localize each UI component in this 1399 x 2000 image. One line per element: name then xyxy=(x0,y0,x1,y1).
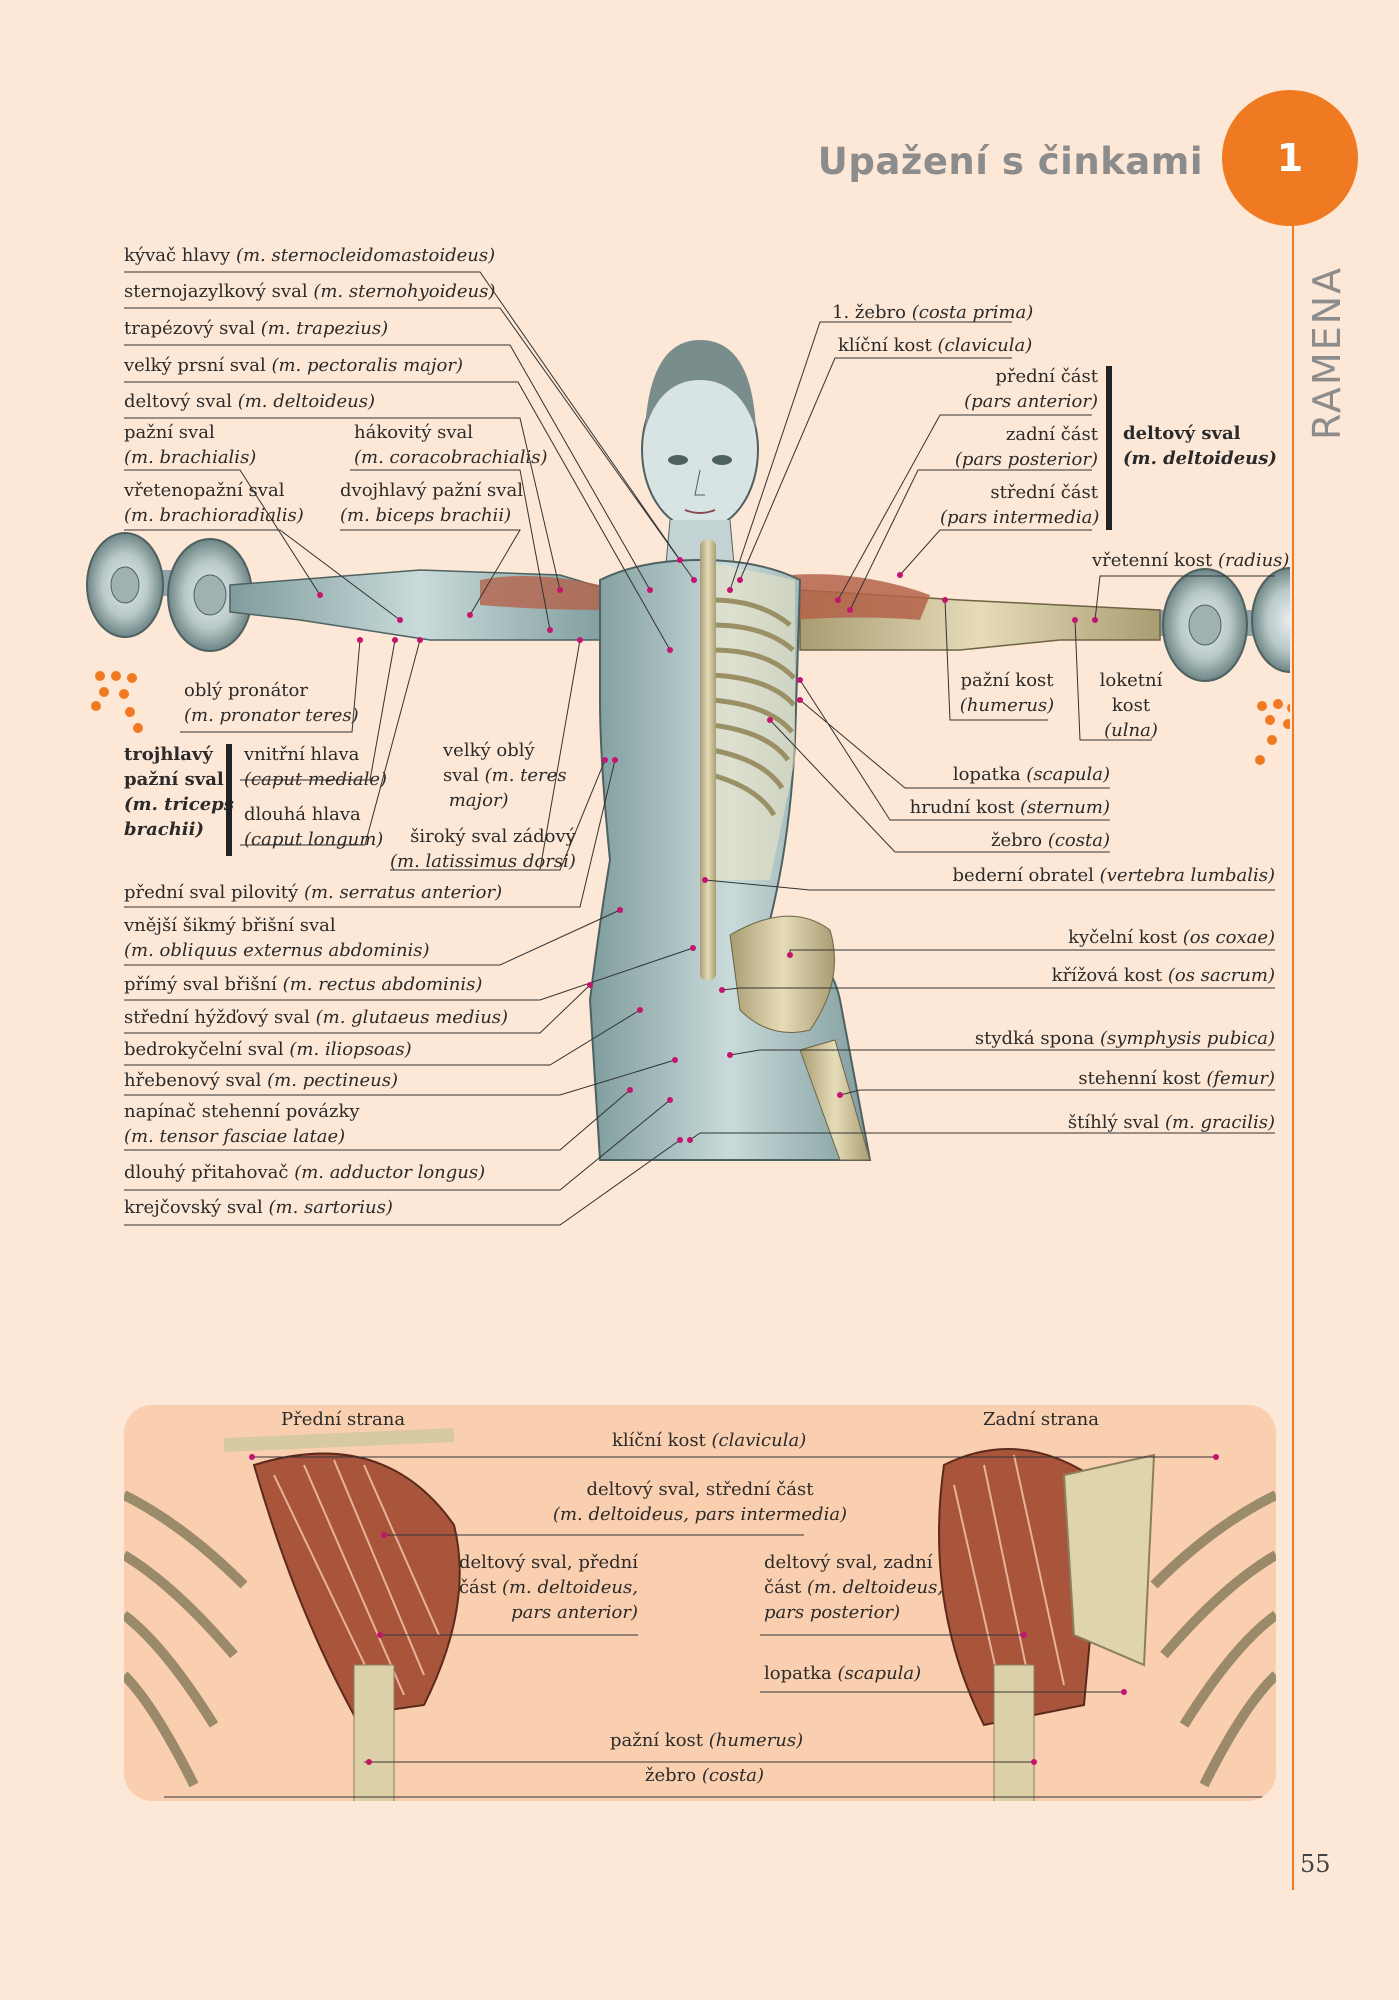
anatomy-illustration xyxy=(86,271,1290,1226)
label-back-side: Zadní strana xyxy=(983,1409,1099,1430)
label-costa-prima: 1. žebro (costa prima) xyxy=(832,302,1034,323)
page-number: 55 xyxy=(1300,1850,1331,1878)
pointer-dots xyxy=(317,557,1098,1143)
label-pars-intermedia: střední část(pars intermedia) xyxy=(940,482,1100,528)
label-bottom-costa: žebro (costa) xyxy=(645,1765,765,1786)
label-front-side: Přední strana xyxy=(281,1409,406,1430)
label-sternohyoideus: sternojazylkový sval (m. sternohyoideus) xyxy=(124,281,496,302)
label-brachialis: pažní sval(m. brachialis) xyxy=(124,422,257,468)
label-iliopsoas: bedrokyčelní sval (m. iliopsoas) xyxy=(124,1039,412,1060)
label-pars-posterior: zadní část(pars posterior) xyxy=(954,424,1098,470)
label-bottom-pars-intermedia: deltový sval, střední část(m. deltoideus… xyxy=(552,1479,848,1525)
label-vertebra-lumbalis: bederní obratel (vertebra lumbalis) xyxy=(952,865,1275,886)
label-pectoralis-major: velký prsní sval (m. pectoralis major) xyxy=(124,355,463,376)
label-sternum: hrudní kost (sternum) xyxy=(909,797,1110,818)
section-label: RAMENA xyxy=(1305,265,1349,440)
head xyxy=(641,340,759,576)
side-divider xyxy=(1292,226,1294,1890)
label-bottom-clavicula: klíční kost (clavicula) xyxy=(612,1430,807,1451)
label-rectus-abdominis: přímý sval břišní (m. rectus abdominis) xyxy=(124,974,483,995)
label-os-coxae: kyčelní kost (os coxae) xyxy=(1068,927,1275,948)
label-sartorius: krejčovský sval (m. sartorius) xyxy=(124,1197,393,1218)
label-pronator-teres: oblý pronátor(m. pronator teres) xyxy=(184,680,359,726)
triceps-bracket xyxy=(226,744,232,856)
label-glutaeus-medius: střední hýžďový sval (m. glutaeus medius… xyxy=(124,1007,509,1028)
left-dumbbell xyxy=(86,532,253,652)
label-clavicula: klíční kost (clavicula) xyxy=(838,335,1033,356)
label-caput-longum: dlouhá hlava(caput longum) xyxy=(244,804,384,850)
label-deltoideus: deltový sval (m. deltoideus) xyxy=(124,391,376,412)
label-serratus-anterior: přední sval pilovitý (m. serratus anteri… xyxy=(124,882,503,903)
skeleton-overlay xyxy=(700,540,871,1161)
label-pectineus: hřebenový sval (m. pectineus) xyxy=(124,1070,399,1091)
label-tensor-fasciae-latae: napínač stehenní povázky(m. tensor fasci… xyxy=(124,1101,360,1147)
label-pars-anterior: přední část(pars anterior) xyxy=(964,366,1098,412)
shoulder-detail-panel xyxy=(124,1405,1276,1801)
label-coracobrachialis: hákovitý sval(m. coracobrachialis) xyxy=(354,422,548,468)
page-title: Upažení s činkami xyxy=(817,140,1203,183)
label-scapula: lopatka (scapula) xyxy=(952,764,1110,785)
label-femur: stehenní kost (femur) xyxy=(1078,1068,1275,1089)
label-sternocleidomastoideus: kývač hlavy (m. sternocleidomastoideus) xyxy=(124,245,496,266)
label-os-sacrum: křížová kost (os sacrum) xyxy=(1051,965,1275,986)
label-caput-mediale: vnitřní hlava(caput mediale) xyxy=(244,744,388,790)
label-adductor-longus: dlouhý přitahovač (m. adductor longus) xyxy=(124,1162,486,1183)
label-radius: vřetenní kost (radius) xyxy=(1092,550,1290,571)
label-humerus: pažní kost(humerus) xyxy=(959,670,1055,716)
label-costa: žebro (costa) xyxy=(990,830,1110,851)
chapter-number-badge: 1 xyxy=(1222,90,1358,226)
decorative-dots xyxy=(91,671,1290,765)
label-bottom-scapula: lopatka (scapula) xyxy=(764,1663,922,1684)
leader-lines xyxy=(124,271,695,1226)
label-deltoideus-group: deltový sval(m. deltoideus) xyxy=(1123,423,1277,469)
label-obliquus-externus: vnější šikmý břišní sval(m. obliquus ext… xyxy=(124,915,430,961)
label-brachioradialis: vřetenopažní sval(m. brachioradialis) xyxy=(124,480,304,526)
label-gracilis: štíhlý sval (m. gracilis) xyxy=(1067,1112,1275,1133)
label-trapezius: trapézový sval (m. trapezius) xyxy=(124,318,389,339)
label-latissimus-dorsi: široký sval zádový(m. latissimus dorsi) xyxy=(390,826,576,872)
shoulder-detail-illustration xyxy=(124,1428,1276,1801)
label-biceps-brachii: dvojhlavý pažní sval(m. biceps brachii) xyxy=(340,480,523,526)
deltoid-bracket xyxy=(1106,366,1112,530)
right-dumbbell xyxy=(1150,567,1290,682)
label-symphysis-pubica: stydká spona (symphysis pubica) xyxy=(974,1028,1275,1049)
label-bottom-humerus: pažní kost (humerus) xyxy=(610,1730,804,1751)
